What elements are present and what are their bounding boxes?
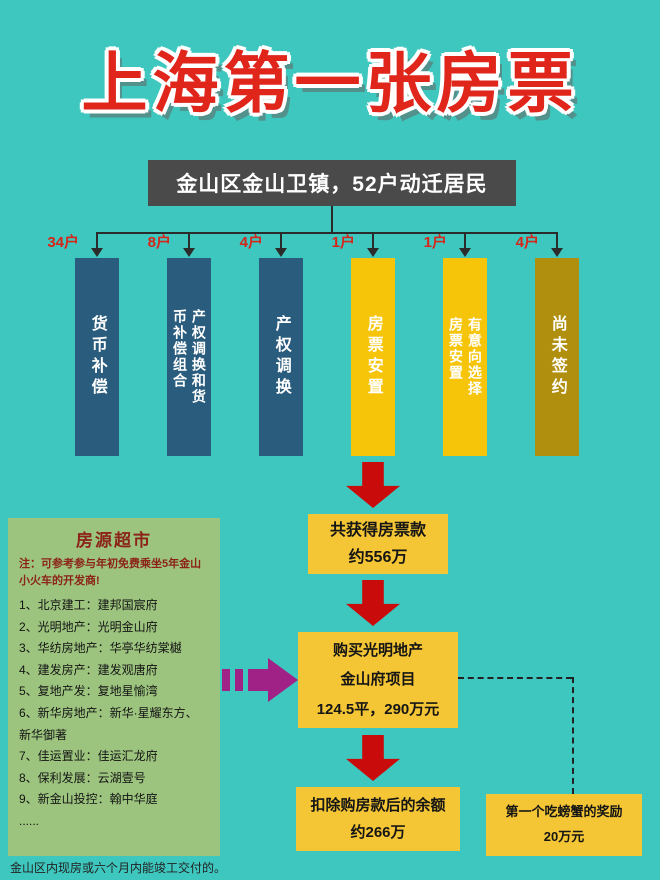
branch-bar-label: 产权调换和货 币补偿组合 <box>172 309 207 405</box>
red-down-arrow-icon <box>346 580 400 626</box>
branch-bar-property-exchange: 产权调换 <box>259 258 303 456</box>
page-title: 上海第一张房票 <box>81 46 579 120</box>
list-item: 3、华纺房地产：华亭华纺棠樾 <box>19 641 182 656</box>
flow-box-line: 约266万 <box>350 824 406 841</box>
list-item: 4、建发房产：建发观唐府 <box>19 662 158 677</box>
flow-box-purchase: 购买光明地产 金山府项目 124.5平，290万元 <box>298 632 458 728</box>
flow-box-reward: 第一个吃螃蟹的奖励 20万元 <box>486 794 642 856</box>
arrow-down-icon <box>459 248 471 257</box>
arrow-down-icon <box>551 248 563 257</box>
arrow-down-icon <box>91 248 103 257</box>
branch-count: 1户 <box>331 234 355 251</box>
flow-box-line: 共获得房票款 <box>329 521 426 539</box>
branch-bar-label: 货币补偿 <box>88 315 106 399</box>
red-down-arrow-icon <box>346 462 400 508</box>
branch-count: 4户 <box>515 234 539 251</box>
list-item: 8、保利发展：云湖壹号 <box>19 770 146 785</box>
list-item: 6、新华房地产：新华·星耀东方、新华御著 <box>19 705 198 742</box>
purple-right-arrow-icon <box>222 658 298 702</box>
arrow-down-icon <box>275 248 287 257</box>
flow-box-line: 扣除购房款后的余额 <box>310 797 446 814</box>
red-down-arrow-icon <box>346 735 400 781</box>
list-item: 5、复地产发：复地星愉湾 <box>19 684 158 699</box>
connector-stub <box>280 232 282 248</box>
flow-box-line: 约556万 <box>348 549 408 566</box>
branch-count: 1户 <box>423 234 447 251</box>
connector-stub <box>372 232 374 248</box>
housing-market-note: 注：可参考参与年初免费乘坐5年金山小火车的开发商! <box>19 558 202 587</box>
branch-bar-label: 房票安置 <box>364 315 382 399</box>
branch-bar-not-signed: 尚未签约 <box>535 258 579 456</box>
branch-bar-monetary-compensation: 货币补偿 <box>75 258 119 456</box>
branch-bar-exchange-plus-money: 产权调换和货 币补偿组合 <box>167 258 211 456</box>
branch-bar-intend-housing-ticket: 有意向选择 房票安置 <box>443 258 487 456</box>
connector-stub <box>556 232 558 248</box>
footer-note: 金山区内现房或六个月内能竣工交付的。 <box>10 861 227 875</box>
flow-box-line: 第一个吃螃蟹的奖励 <box>505 804 623 820</box>
connector-root-line <box>331 206 333 233</box>
list-item: 2、光明地产：光明金山府 <box>19 619 158 634</box>
flow-box-ticket-total: 共获得房票款 约556万 <box>308 514 448 574</box>
connector-stub <box>96 232 98 248</box>
branch-count: 4户 <box>239 234 263 251</box>
connector-stub <box>464 232 466 248</box>
flow-box-line: 20万元 <box>543 829 585 844</box>
branch-bar-housing-ticket: 房票安置 <box>351 258 395 456</box>
connector-horizontal-line <box>96 232 558 234</box>
dashed-connector-vertical <box>572 677 574 794</box>
flow-box-balance: 扣除购房款后的余额 约266万 <box>296 787 460 851</box>
arrow-down-icon <box>183 248 195 257</box>
branch-count: 8户 <box>147 234 171 251</box>
flow-box-line: 金山府项目 <box>340 671 416 689</box>
branch-bar-label: 有意向选择 房票安置 <box>448 317 483 397</box>
connector-stub <box>188 232 190 248</box>
flow-box-line: 购买光明地产 <box>332 642 423 660</box>
arrow-down-icon <box>367 248 379 257</box>
dashed-connector-horizontal <box>458 677 572 679</box>
flow-box-line: 124.5平，290万元 <box>316 700 440 718</box>
branch-bar-label: 产权调换 <box>272 315 290 399</box>
list-item: 7、佳运置业：佳运汇龙府 <box>19 749 158 764</box>
list-item: 9、新金山投控：翰中华庭 <box>19 792 158 807</box>
list-item: ...... <box>19 813 40 828</box>
branch-bar-label: 尚未签约 <box>548 315 566 399</box>
header-box: 金山区金山卫镇，52户动迁居民 <box>148 160 516 206</box>
housing-market-title: 房源超市 <box>76 531 152 550</box>
list-item: 1、北京建工：建邦国宸府 <box>19 598 158 612</box>
housing-market-panel: 房源超市 注：可参考参与年初免费乘坐5年金山小火车的开发商! 1、北京建工：建邦… <box>8 518 220 856</box>
branch-count: 34户 <box>47 234 79 251</box>
